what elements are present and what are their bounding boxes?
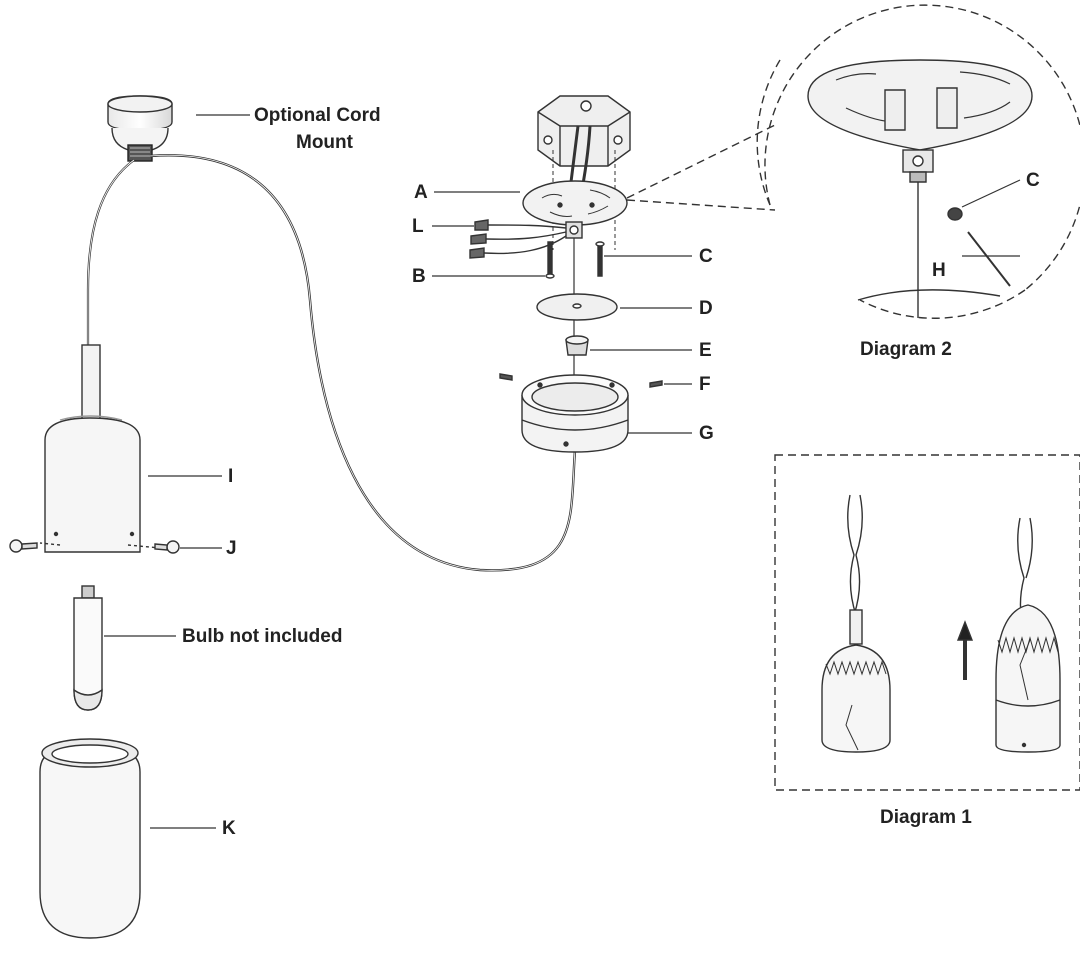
glass-shade — [39, 738, 141, 939]
mounting-plate — [522, 180, 628, 239]
screw-j-right — [154, 540, 180, 554]
label-g: G — [699, 423, 714, 444]
leader-lines — [104, 114, 1021, 829]
screw-f-left — [499, 373, 513, 381]
label-i: I — [228, 466, 233, 487]
label-h: H — [932, 260, 946, 281]
callout-bulb-not-included: Bulb not included — [182, 626, 342, 647]
callout-optional-cord-1: Optional Cord — [254, 105, 381, 126]
canopy-washer — [536, 293, 618, 321]
label-a: A — [414, 182, 428, 203]
label-j: J — [226, 538, 237, 559]
junction-box — [537, 95, 631, 201]
canopy — [521, 374, 629, 453]
label-k: K — [222, 818, 236, 839]
optional-cord-mount — [107, 95, 173, 162]
label-f: F — [699, 374, 711, 395]
label-l: L — [412, 216, 424, 237]
canopy-nut — [565, 335, 589, 356]
screw-j-left — [9, 539, 38, 553]
diagram-2 — [626, 4, 1080, 319]
pendant-cord — [86, 159, 135, 345]
screw-c — [595, 241, 605, 277]
label-d: D — [699, 298, 713, 319]
pendant-shade — [39, 344, 161, 553]
callout-optional-cord-2: Mount — [296, 132, 354, 153]
label-b: B — [412, 266, 426, 287]
cord-loop — [149, 154, 577, 572]
screw-f-right — [649, 380, 663, 388]
labels: Optional Cord Mount A L B C D E F G I J … — [182, 105, 1040, 839]
screw-b — [545, 241, 555, 279]
label-e: E — [699, 340, 712, 361]
bulb — [73, 585, 103, 711]
caption-diagram-1: Diagram 1 — [880, 807, 972, 828]
label-c-diagram2: C — [1026, 170, 1040, 191]
diagram-1 — [774, 454, 1080, 791]
caption-diagram-2: Diagram 2 — [860, 339, 952, 360]
wire-nuts — [469, 219, 567, 259]
label-c: C — [699, 246, 713, 267]
